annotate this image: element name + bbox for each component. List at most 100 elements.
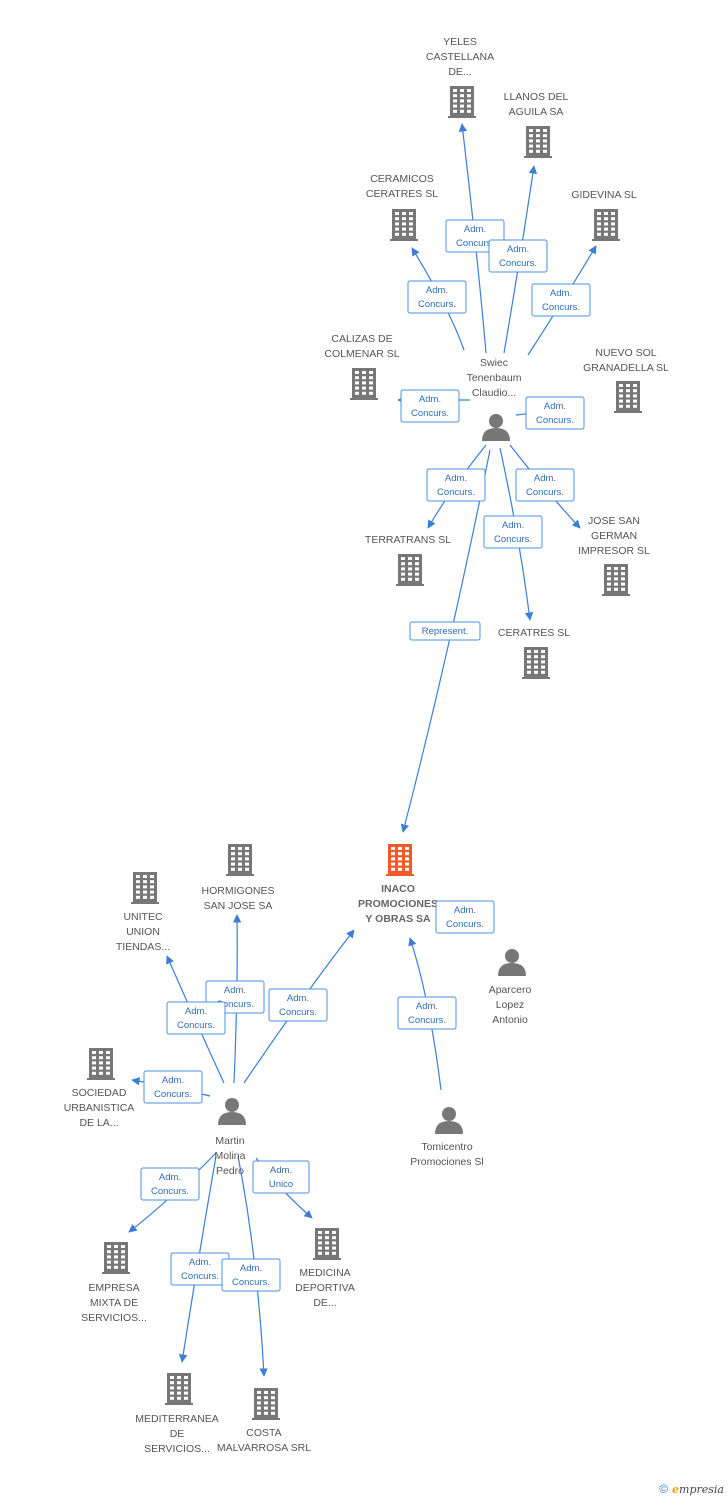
edge-label-line: Adm. <box>185 1006 207 1017</box>
edge-label-line: Adm. <box>507 244 529 255</box>
building-icon-ceramicos[interactable] <box>390 209 418 241</box>
node-label-josesan: GERMAN <box>591 530 637 542</box>
node-label-martin: Martin <box>215 1135 244 1147</box>
person-icon-tomicentro[interactable] <box>435 1107 463 1134</box>
edge-label-line: Concurs. <box>181 1271 219 1282</box>
edge-label-martin-to-medicina[interactable]: Adm.Unico <box>252 1160 310 1194</box>
node-label-empresa: MIXTA DE <box>90 1297 138 1309</box>
edge-label-line: Adm. <box>534 473 556 484</box>
node-label-nuevosol: NUEVO SOL <box>595 347 656 359</box>
edge-label-line: Concurs. <box>418 299 456 310</box>
building-icon-terratrans[interactable] <box>396 554 424 586</box>
edge-label-line: Concurs. <box>542 302 580 313</box>
edge-label-line: Concurs. <box>411 408 449 419</box>
edge-label-line: Concurs. <box>151 1186 189 1197</box>
node-label-medicina: DEPORTIVA <box>295 1282 355 1294</box>
building-icon-yeles[interactable] <box>448 86 476 118</box>
edge-label-line: Concurs. <box>499 258 537 269</box>
edge-label-martin-to-unitec[interactable]: Adm.Concurs. <box>166 1001 226 1035</box>
edge-label-line: Concurs. <box>279 1007 317 1018</box>
edge-label-line: Unico <box>269 1179 293 1190</box>
building-icon-josesan[interactable] <box>602 564 630 596</box>
edge-label-swiec-to-josesan[interactable]: Adm.Concurs. <box>515 468 575 502</box>
node-label-josesan: IMPRESOR SL <box>578 545 650 557</box>
node-label-inaco: PROMOCIONES <box>358 898 438 910</box>
edge-label-martin-to-empresa[interactable]: Adm.Concurs. <box>140 1167 200 1201</box>
edge-label-line: Concurs. <box>446 919 484 930</box>
edge-label-swiec-to-inaco[interactable]: Represent. <box>409 621 481 641</box>
node-label-aparcero: Antonio <box>492 1014 528 1026</box>
edge-label-martin-to-mediterranea[interactable]: Adm.Concurs. <box>170 1252 230 1286</box>
node-label-empresa: EMPRESA <box>88 1282 139 1294</box>
edge-swiec-to-inaco <box>400 449 491 833</box>
building-icon-ceratres[interactable] <box>522 647 550 679</box>
edge-label-swiec-to-llanos[interactable]: Adm. Concurs. <box>488 239 548 273</box>
building-icon-nuevosol[interactable] <box>614 381 642 413</box>
node-label-yeles: DE... <box>448 66 471 78</box>
node-label-mediterranea: DE <box>170 1428 185 1440</box>
node-label-hormigones: SAN JOSE SA <box>204 900 273 912</box>
building-icon-sociedad[interactable] <box>87 1048 115 1080</box>
node-label-medicina: DE... <box>313 1297 336 1309</box>
edge-label-line: Adm. <box>287 993 309 1004</box>
node-label-swiec: Swiec <box>480 357 508 369</box>
node-label-unitec: UNITEC <box>123 911 163 923</box>
node-label-sociedad: SOCIEDAD <box>72 1087 127 1099</box>
node-label-aparcero: Lopez <box>496 999 525 1011</box>
edge-label-swiec-to-terratrans[interactable]: Adm.Concurs. <box>426 468 486 502</box>
building-icon-llanos[interactable] <box>524 126 552 158</box>
building-icon-gidevina[interactable] <box>592 209 620 241</box>
edge-label-martin-to-inaco[interactable]: Adm. Concurs. <box>268 988 328 1022</box>
edge-label-line: Concurs. <box>216 999 254 1010</box>
edge-label-line: Adm. <box>419 394 441 405</box>
edge-label-tomicentro-to-inaco[interactable]: Adm. Concurs. <box>397 996 457 1030</box>
building-icon-empresa[interactable] <box>102 1242 130 1274</box>
edge-label-swiec-to-nuevosol[interactable]: Adm. Concurs. <box>525 396 585 430</box>
edge-label-swiec-to-gidevina[interactable]: Adm.Concurs. <box>531 283 591 317</box>
building-icon-medicina[interactable] <box>313 1228 341 1260</box>
node-label-martin: Molina <box>215 1150 246 1162</box>
edge-label-line: Concurs. <box>408 1015 446 1026</box>
brand-logo: empresia <box>672 1483 724 1496</box>
node-label-yeles: YELES <box>443 36 477 48</box>
node-label-swiec: Claudio... <box>472 387 516 399</box>
person-icon-martin[interactable] <box>218 1098 246 1125</box>
node-label-yeles: CASTELLANA <box>426 51 494 63</box>
edge-label-line: Concurs. <box>494 534 532 545</box>
edge-label-line: Concurs. <box>154 1089 192 1100</box>
node-label-ceratres: CERATRES SL <box>498 627 570 639</box>
edge-label-aparcero-to-inaco[interactable]: Adm. Concurs. <box>435 900 495 934</box>
edge-label-line: Adm. <box>544 401 566 412</box>
person-icon-swiec[interactable] <box>482 414 510 441</box>
building-icon-mediterranea[interactable] <box>165 1373 193 1405</box>
building-icon-hormigones[interactable] <box>226 844 254 876</box>
building-icon-calizas[interactable] <box>350 368 378 400</box>
edge-label-martin-to-sociedad[interactable]: Adm.Concurs. <box>143 1070 203 1104</box>
node-label-llanos: AGUILA SA <box>509 106 564 118</box>
edge-label-line: Adm. <box>416 1001 438 1012</box>
node-label-ceramicos: CERAMICOS <box>370 173 434 185</box>
node-label-unitec: UNION <box>126 926 160 938</box>
edge-label-swiec-to-ceramicos[interactable]: Adm.Concurs. <box>407 280 467 314</box>
edge-label-line: Adm. <box>224 985 246 996</box>
edge-label-line: Adm. <box>240 1263 262 1274</box>
edge-label-line: Concurs. <box>536 415 574 426</box>
edge-label-swiec-to-calizas[interactable]: Adm. Concurs. <box>400 389 460 423</box>
node-label-costa: MALVARROSA SRL <box>217 1442 311 1454</box>
building-icon-inaco[interactable] <box>386 844 414 876</box>
node-label-martin: Pedro <box>216 1165 244 1177</box>
person-icon-aparcero[interactable] <box>498 949 526 976</box>
node-label-tomicentro: Promociones Sl <box>410 1156 484 1168</box>
node-label-sociedad: DE LA... <box>79 1117 118 1129</box>
edge-label-line: Adm. <box>454 905 476 916</box>
node-label-mediterranea: MEDITERRANEA <box>135 1413 218 1425</box>
building-icon-costa[interactable] <box>252 1388 280 1420</box>
edge-label-swiec-to-ceratres[interactable]: Adm.Concurs. <box>483 515 543 549</box>
building-icon-unitec[interactable] <box>131 872 159 904</box>
edge-label-martin-to-costa[interactable]: Adm.Concurs. <box>221 1258 281 1292</box>
node-label-tomicentro: Tomicentro <box>421 1141 473 1153</box>
edge-label-line: Concurs. <box>437 487 475 498</box>
node-label-aparcero: Aparcero <box>489 984 532 996</box>
node-label-inaco: Y OBRAS SA <box>365 913 431 925</box>
